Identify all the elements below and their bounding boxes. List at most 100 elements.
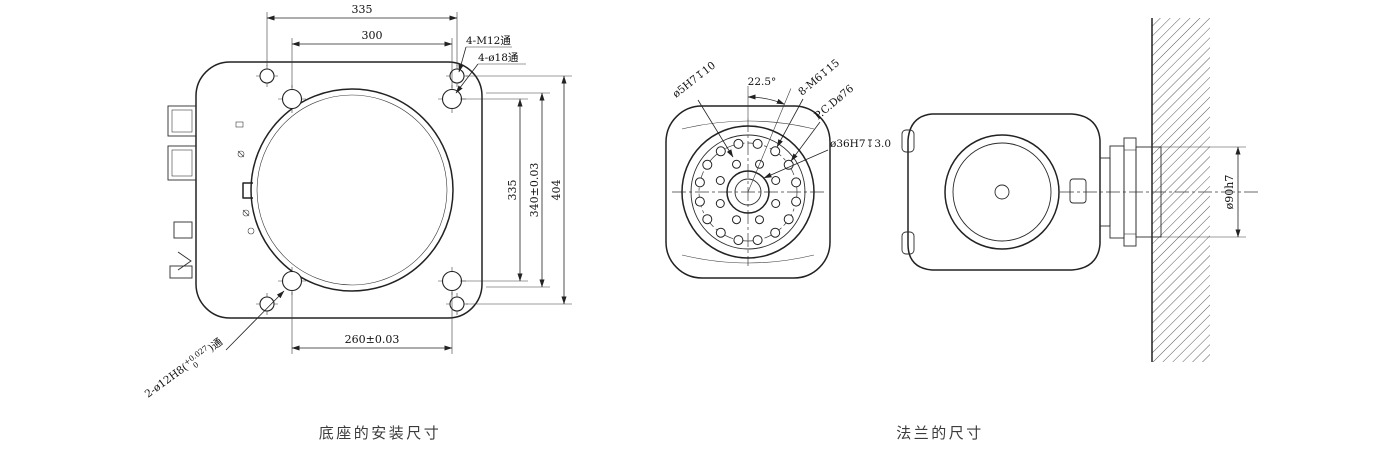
- base-mounting-holes: [256, 65, 468, 315]
- bolt-hole: [770, 146, 781, 157]
- dowel-ring-hole: [715, 199, 725, 208]
- label-4-d18: 4-ø18通: [455, 52, 526, 94]
- connector-block: [167, 145, 197, 181]
- dim-right-335: 335: [460, 98, 528, 282]
- mounting-hole-d18: [441, 270, 463, 292]
- dowel-label-suffix: )通: [206, 336, 225, 355]
- bolt-circle-pcd: [698, 142, 798, 242]
- mounting-hole-m12: [449, 68, 465, 84]
- cable-detail: [177, 251, 192, 271]
- bolt-hole: [783, 159, 794, 170]
- base-detail-marks: [235, 121, 255, 235]
- hole-label-text: 4-M12通: [466, 35, 511, 47]
- connector-block-small: [173, 221, 193, 239]
- dim-top-300: 300: [291, 29, 453, 88]
- side-joint-circle: [944, 134, 1060, 250]
- angular-dim-22-5: 22.5°: [747, 76, 792, 193]
- angle-label-text: 22.5°: [748, 76, 777, 88]
- base-large-circle-inner: [256, 94, 448, 286]
- flange-front-view: 22.5° ø5H7↧10 8-M6↧15 P.C.Dø76 ø36H7↧3.0: [665, 57, 891, 279]
- base-large-circle: [250, 88, 454, 292]
- flange-label-text: P.C.Dø76: [812, 82, 856, 122]
- center-bore-inner: [734, 178, 762, 206]
- detail-mark: [237, 150, 245, 158]
- dim-text: 260±0.03: [345, 333, 400, 346]
- dowel-ring-hole: [771, 176, 781, 185]
- dim-text: ø90h7: [1223, 175, 1236, 210]
- base-mounting-view: 335 300 4-M12通 4-ø18通 335: [142, 3, 572, 442]
- dowel-label-sub: 0: [191, 360, 200, 370]
- bolt-hole: [733, 235, 744, 246]
- label-dowel-5h7: ø5H7↧10: [670, 60, 734, 158]
- dim-text: 335: [352, 3, 373, 16]
- detail-mark: [242, 209, 250, 217]
- dim-text: 340±0.03: [528, 163, 541, 218]
- dim-right-340: 340±0.03: [486, 92, 550, 288]
- side-joint-center: [994, 184, 1010, 200]
- dowel-ring-hole: [755, 215, 764, 225]
- dim-text: 335: [506, 180, 519, 201]
- mounting-wall: [1151, 18, 1210, 362]
- detail-mark: [242, 209, 250, 217]
- bolt-hole: [702, 214, 713, 225]
- side-latch: [1069, 178, 1087, 204]
- connector-block-inner: [171, 149, 193, 177]
- label-4-m12: 4-M12通: [458, 35, 512, 73]
- bolt-hole: [715, 146, 726, 157]
- side-body-outline: [907, 113, 1101, 271]
- wall-hatch: [1152, 18, 1210, 362]
- caption-base: 底座的安装尺寸: [319, 424, 442, 442]
- base-plate-outline: [195, 61, 483, 319]
- mounting-hole-m12: [259, 68, 275, 84]
- caption-flange: 法兰的尺寸: [896, 424, 984, 442]
- mounting-hole-m12: [259, 296, 275, 312]
- connector-block: [167, 105, 197, 137]
- dim-bottom-260: 260±0.03: [291, 292, 453, 354]
- label-bore-36h7: ø36H7↧3.0: [763, 138, 891, 179]
- dim-right-404: 404: [466, 75, 572, 305]
- dowel-ring-hole: [732, 159, 741, 169]
- dowel-ring-hole: [715, 176, 725, 185]
- mounting-hole-m12: [449, 296, 465, 312]
- bolt-hole: [702, 159, 713, 170]
- bolt-hole: [694, 196, 705, 207]
- flange-outer-circle: [681, 125, 815, 259]
- inner-bolt-holes: [715, 159, 781, 225]
- base-connector-blocks: [167, 105, 197, 279]
- connector-block-small: [169, 265, 193, 279]
- hole-label-text: 4-ø18通: [478, 52, 519, 64]
- side-tab-bottom: [901, 231, 915, 255]
- dim-pilot-90h7: ø90h7: [1148, 146, 1246, 238]
- outer-bolt-holes: [694, 138, 802, 246]
- base-keyway-notch: [242, 182, 253, 199]
- mounting-hole-d18: [441, 88, 463, 110]
- center-bore-outer: [726, 170, 770, 214]
- detail-mark: [237, 150, 245, 158]
- dowel-label-text: 2-ø12H8(+0.0270)通: [142, 334, 228, 403]
- bolt-hole: [715, 227, 726, 238]
- detail-mark: [235, 121, 244, 128]
- connector-block-inner: [171, 109, 193, 133]
- side-tab-top: [901, 129, 915, 153]
- mounting-hole-d18: [281, 270, 303, 292]
- detail-mark: [247, 227, 255, 235]
- bolt-hole: [783, 214, 794, 225]
- flange-label-text: ø5H7↧10: [670, 60, 718, 101]
- flange-label-text: ø36H7↧3.0: [830, 138, 891, 150]
- bolt-hole: [791, 196, 802, 207]
- mounting-hole-d18: [281, 88, 303, 110]
- dowel-ring-hole: [732, 215, 741, 225]
- bolt-hole: [733, 138, 744, 149]
- flange-boss-circle: [690, 134, 806, 250]
- bolt-hole: [791, 177, 802, 188]
- dim-text: 300: [362, 29, 383, 42]
- bolt-hole: [770, 227, 781, 238]
- side-joint-circle-inner: [952, 142, 1052, 242]
- dim-top-335: 335: [266, 3, 458, 66]
- dim-text: 404: [550, 180, 563, 201]
- flange-label-text: 8-M6↧15: [796, 57, 842, 98]
- dowel-label-prefix: 2-ø12H8(: [143, 361, 190, 400]
- dowel-ring-hole: [771, 199, 781, 208]
- flange-side-view: ø90h7 法兰的尺寸: [896, 18, 1258, 442]
